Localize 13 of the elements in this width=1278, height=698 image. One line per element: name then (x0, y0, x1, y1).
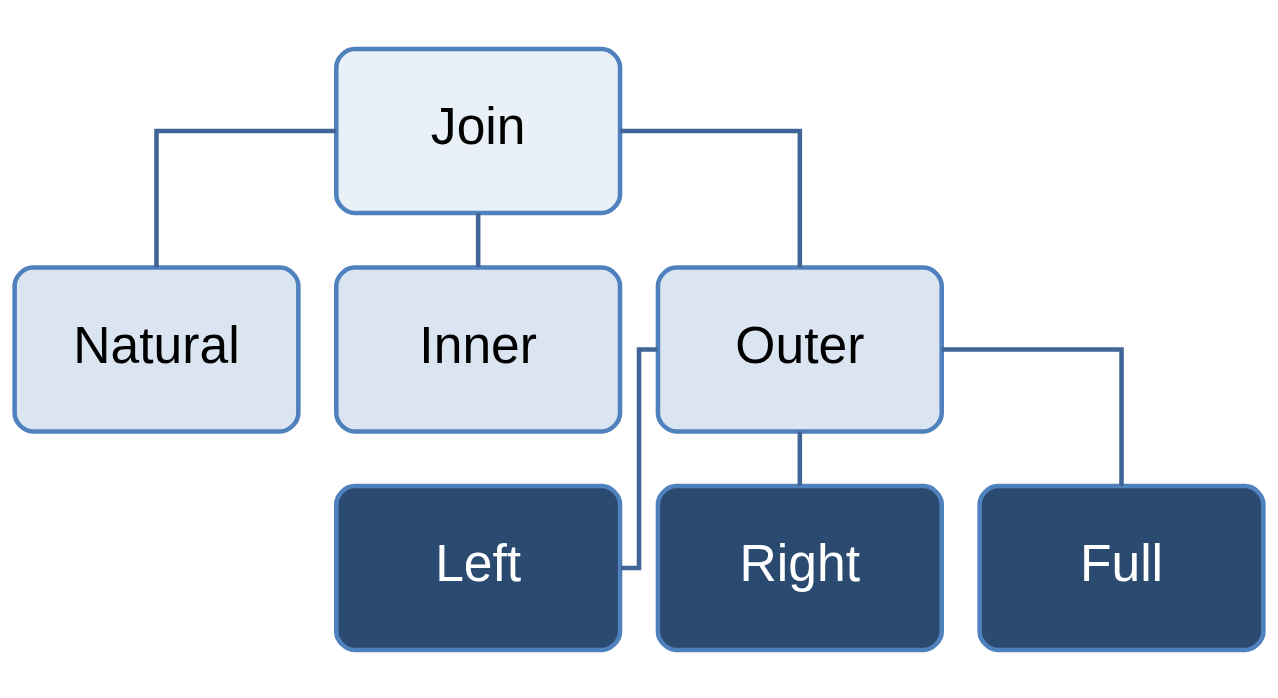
node-box: Inner (334, 264, 623, 434)
connector (475, 212, 481, 267)
connector (797, 431, 803, 486)
node-box: Natural (12, 264, 301, 434)
connector (620, 346, 658, 570)
node-box: Left (334, 483, 623, 652)
node-box: Outer (655, 264, 944, 434)
node-box: Right (655, 483, 944, 652)
connector (154, 128, 337, 267)
connector (941, 346, 1124, 486)
node-box: Full (977, 483, 1266, 652)
node-box: Join (334, 46, 623, 215)
connector (620, 128, 803, 267)
